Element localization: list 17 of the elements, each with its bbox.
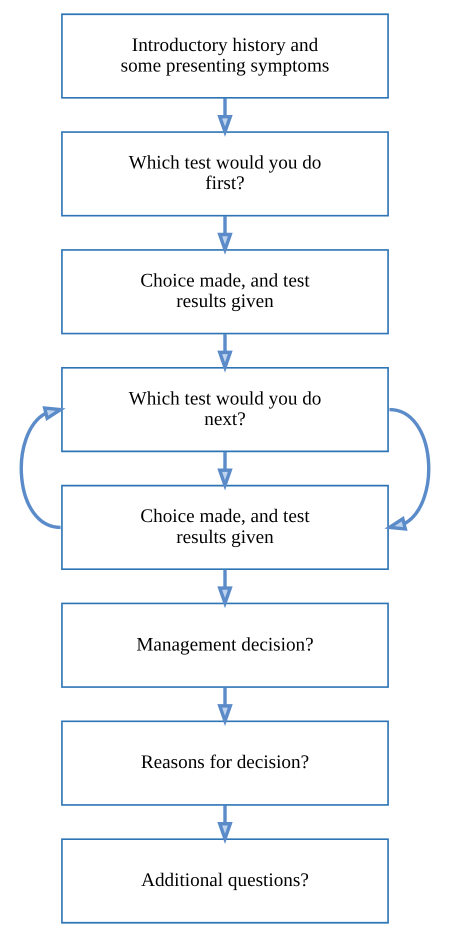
- arrow: [216, 570, 232, 608]
- arrow: [19, 406, 66, 530]
- node-box: Which test would you do first?: [60, 131, 388, 216]
- arrow: [216, 452, 232, 490]
- arrow: [384, 408, 430, 531]
- node-box: Reasons for decision?: [60, 720, 388, 806]
- arrow: [216, 98, 232, 137]
- arrow: [216, 216, 232, 255]
- node-box: Introductory history and some presenting symptoms: [60, 13, 388, 99]
- arrow: [216, 334, 232, 373]
- arrow: [216, 805, 232, 844]
- node-box: Additional questions?: [60, 838, 388, 924]
- arrow: [216, 688, 232, 726]
- node-box: Management decision?: [60, 602, 388, 688]
- node-box: Choice made, and test results given: [60, 249, 388, 334]
- node-box: Choice made, and test results given: [60, 484, 388, 570]
- node-box: Which test would you do next?: [60, 366, 388, 452]
